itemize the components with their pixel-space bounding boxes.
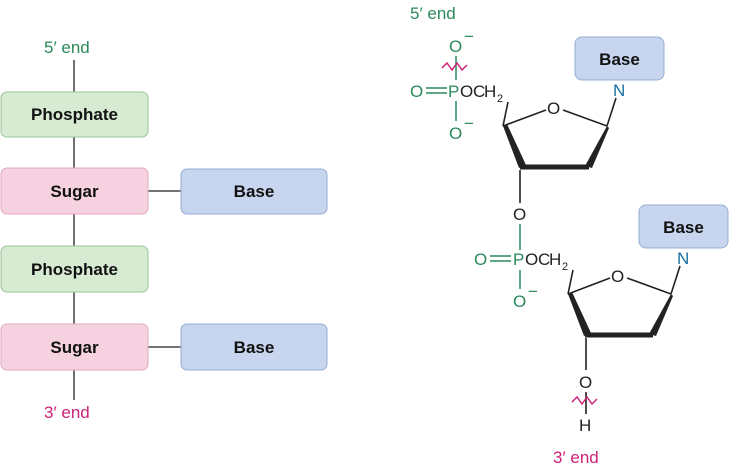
right-structure: 5′ end O − O P O C H 2 O − O xyxy=(410,4,729,467)
left-3-prime-end-label: 3′ end xyxy=(44,403,90,422)
right-3-prime-end-label: 3′ end xyxy=(553,448,599,467)
hydrogen-atom: H xyxy=(484,82,496,101)
subscript-2: 2 xyxy=(562,261,568,273)
c5-c4-bond xyxy=(502,101,509,127)
phosphate-oxo-oxygen: O xyxy=(474,250,487,269)
phosphate-bottom-oxygen: O xyxy=(513,292,526,311)
base-box xyxy=(638,204,729,249)
phosphate-top-oxygen: O xyxy=(449,37,462,56)
c1-n-bond xyxy=(670,265,681,295)
phosphate-box xyxy=(0,245,149,293)
nitrogen-atom: N xyxy=(613,81,625,100)
base-label: Base xyxy=(599,50,640,69)
phosphate-box xyxy=(0,91,149,138)
c5-c4-bond xyxy=(567,269,574,295)
wedge-bond xyxy=(503,124,526,168)
left-5-prime-end-label: 5′ end xyxy=(44,38,90,57)
negative-charge: − xyxy=(464,114,474,133)
base-box xyxy=(180,168,328,215)
wavy-cleavage-mark xyxy=(441,61,468,72)
base-box xyxy=(574,36,665,81)
ring-bond xyxy=(567,277,611,295)
schematic-unit-2: Phosphate Sugar Base xyxy=(0,245,328,371)
sugar-ring-1: O N Base xyxy=(502,36,665,170)
carbon-atom: C xyxy=(538,250,550,269)
hydrogen-atom: H xyxy=(549,250,561,269)
sugar-label: Sugar xyxy=(50,338,99,357)
wedge-bond xyxy=(568,292,591,336)
sugar-box xyxy=(0,167,149,215)
wedge-bond xyxy=(649,294,673,336)
phosphate-group-1: O − O P O C H 2 O − xyxy=(410,27,503,143)
nitrogen-atom: N xyxy=(677,249,689,268)
phosphate-label: Phosphate xyxy=(31,260,118,279)
phosphate-bottom-oxygen: O xyxy=(449,124,462,143)
negative-charge: − xyxy=(464,27,474,46)
base-label: Base xyxy=(663,218,704,237)
phosphate-label: Phosphate xyxy=(31,105,118,124)
phosphorus-atom: P xyxy=(513,250,524,269)
ring-oxygen: O xyxy=(547,99,560,118)
wedge-bond xyxy=(585,126,609,168)
phosphate-oxo-oxygen: O xyxy=(410,82,423,101)
ring-bond xyxy=(502,109,547,127)
wavy-cleavage-mark xyxy=(571,395,598,406)
ring-oxygen: O xyxy=(611,267,624,286)
left-schematic: 5′ end Phosphate Sugar Base Phosphate Su… xyxy=(0,38,328,422)
bridge-oxygen: O xyxy=(513,205,526,224)
hydroxyl-oxygen: O xyxy=(579,373,592,392)
phosphorus-atom: P xyxy=(448,82,459,101)
ring-bond xyxy=(626,277,672,295)
hydroxyl-hydrogen: H xyxy=(579,416,591,435)
ester-oxygen: O xyxy=(525,250,538,269)
base-box xyxy=(180,323,328,371)
base-label: Base xyxy=(234,338,275,357)
right-5-prime-end-label: 5′ end xyxy=(410,4,456,23)
phosphate-group-2: O P O C H 2 O − xyxy=(474,250,568,311)
schematic-unit-1: Phosphate Sugar Base xyxy=(0,91,328,215)
sugar-label: Sugar xyxy=(50,182,99,201)
sugar-box xyxy=(0,323,149,371)
ester-oxygen: O xyxy=(460,82,473,101)
sugar-ring-2: O N Base O H xyxy=(567,204,729,435)
ring-bond xyxy=(562,109,608,127)
negative-charge: − xyxy=(528,282,538,301)
carbon-atom: C xyxy=(473,82,485,101)
c1-n-bond xyxy=(606,97,617,127)
subscript-2: 2 xyxy=(497,93,503,105)
base-label: Base xyxy=(234,182,275,201)
